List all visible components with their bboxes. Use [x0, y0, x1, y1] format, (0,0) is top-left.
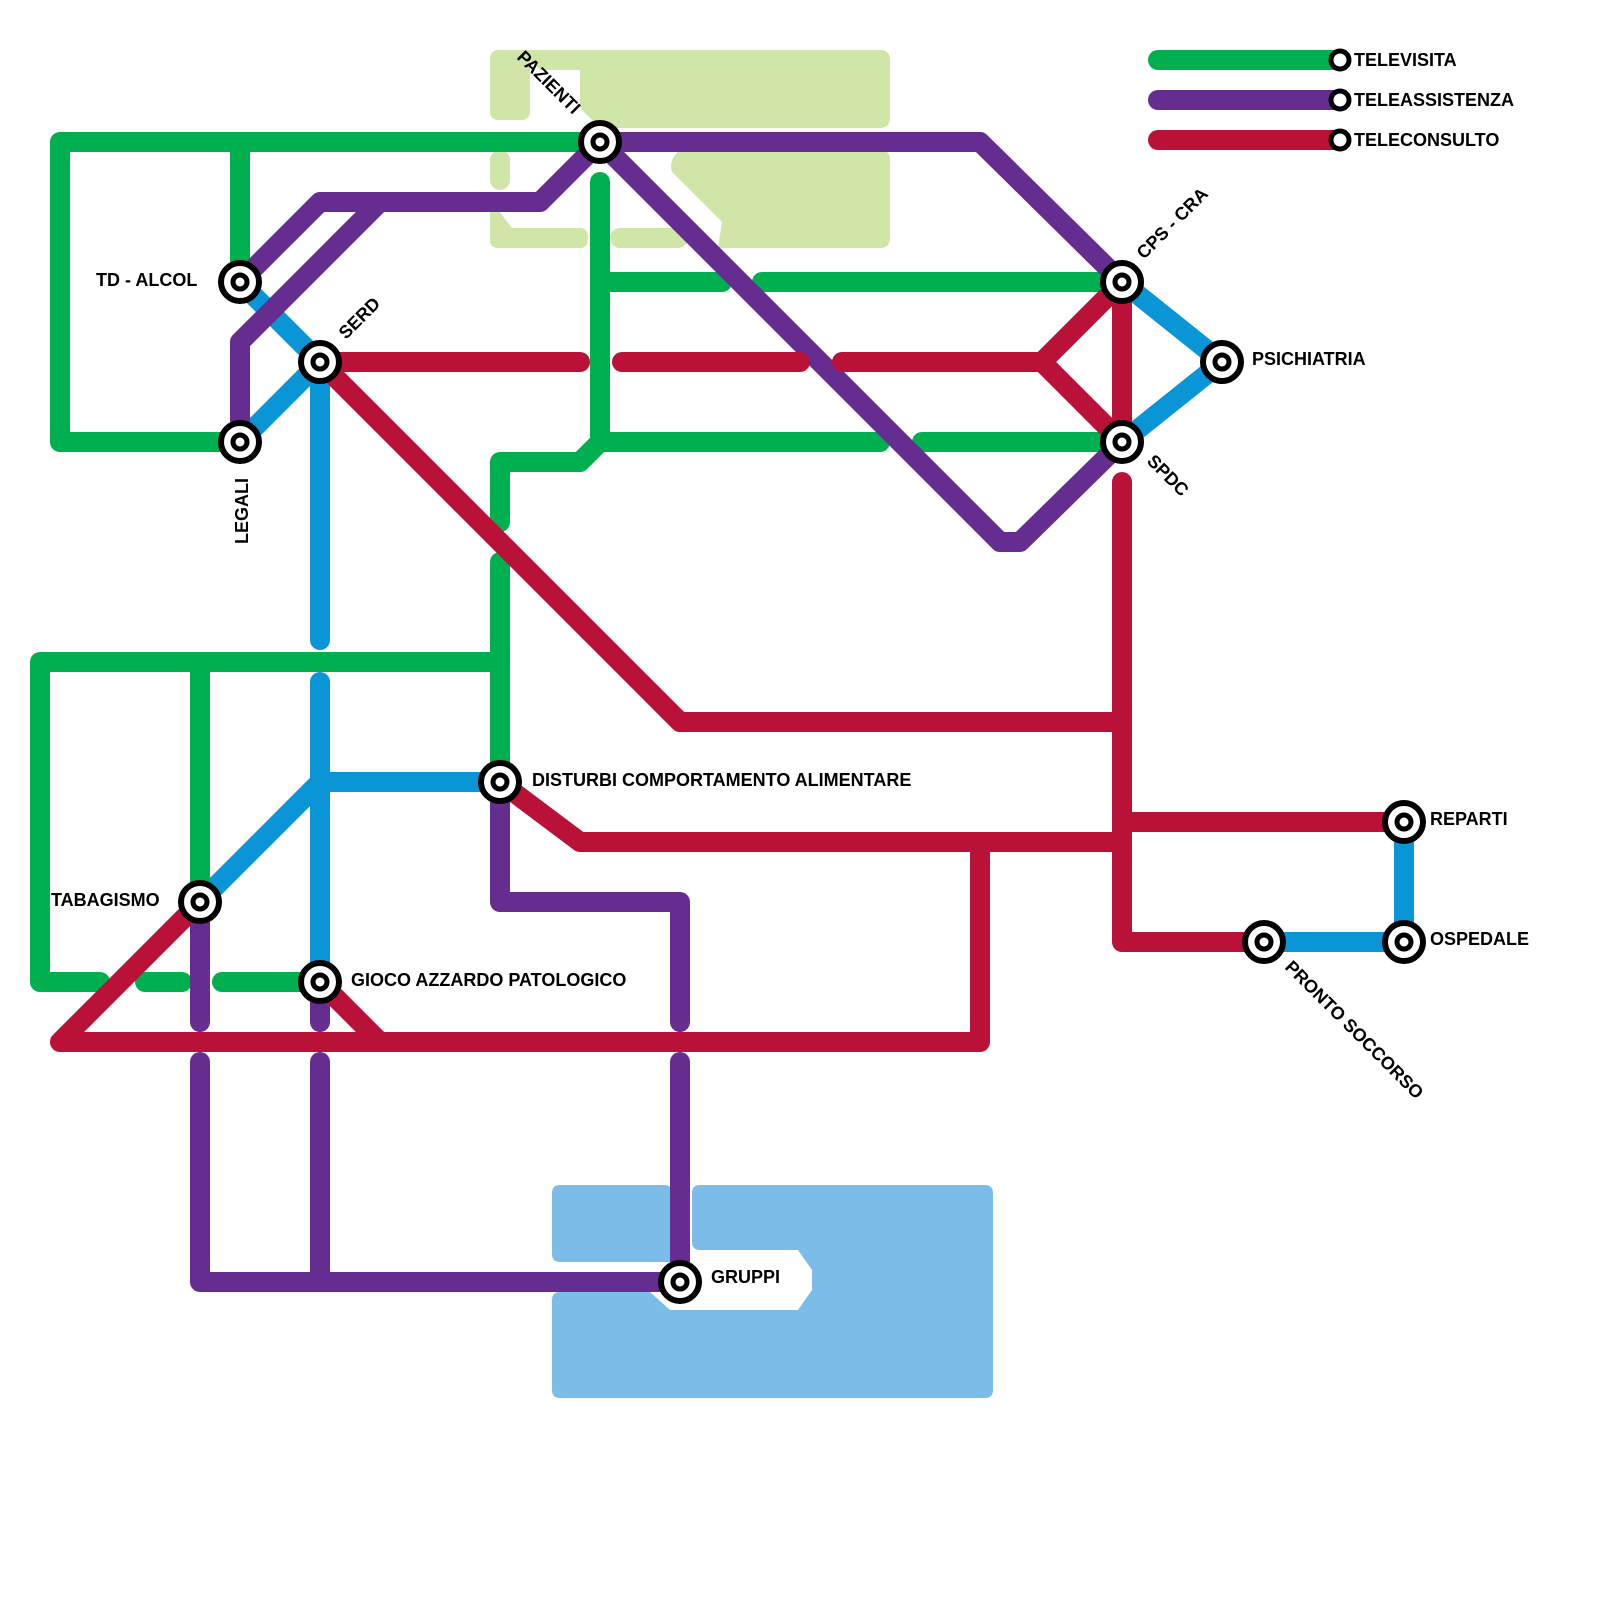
station-reparti[interactable]	[1382, 800, 1426, 844]
legend-label-teleassistenza: TELEASSISTENZA	[1354, 90, 1514, 110]
teleconsulto-lines	[50, 272, 1414, 1052]
station-dca[interactable]	[478, 760, 522, 804]
station-label-gruppi: GRUPPI	[711, 1267, 780, 1287]
station-pazienti[interactable]	[578, 120, 622, 164]
station-serd[interactable]	[298, 340, 342, 384]
station-gruppi[interactable]	[658, 1260, 702, 1304]
station-icon-core	[310, 352, 330, 372]
zone-pazienti-area	[500, 50, 890, 128]
station-tabagismo[interactable]	[178, 880, 222, 924]
legend-label-teleconsulto: TELECONSULTO	[1354, 130, 1499, 150]
station-label-dca: DISTURBI COMPORTAMENTO ALIMENTARE	[532, 770, 911, 790]
station-label-gioco: GIOCO AZZARDO PATOLOGICO	[351, 970, 626, 990]
connector-lines	[190, 272, 1414, 992]
teleconsulto-segment	[50, 832, 990, 1052]
station-pronto-soccorso[interactable]	[1242, 920, 1286, 964]
legend: TELEVISITA TELEASSISTENZA TELECONSULTO	[1148, 48, 1514, 152]
station-label-tabagismo: TABAGISMO	[51, 890, 160, 910]
station-icon-core	[190, 892, 210, 912]
zone-pazienti-bottom-mid	[610, 228, 688, 248]
legend-station-icon	[1328, 48, 1352, 72]
legend-label-televisita: TELEVISITA	[1354, 50, 1457, 70]
stations	[178, 120, 1426, 1304]
legend-station-icon	[1328, 128, 1352, 152]
zone-gruppi-main	[552, 1185, 993, 1398]
televisita-segment	[490, 432, 610, 532]
station-label-serd: SERD	[335, 293, 385, 343]
zone-gruppi	[552, 1185, 993, 1398]
teleconsulto-segment	[490, 772, 1132, 852]
connector-segment	[190, 772, 510, 912]
zone-pazienti-block-left	[490, 50, 530, 120]
station-psichiatria[interactable]	[1200, 340, 1244, 384]
teleassistenza-segment	[590, 132, 1132, 292]
teleassistenza-lines	[190, 132, 1132, 1292]
legend-station-icon	[1328, 88, 1352, 112]
station-icon-core	[230, 432, 250, 452]
station-cps-cra[interactable]	[1100, 260, 1144, 304]
teleassistenza-segment	[490, 772, 690, 1032]
station-icon-core	[1394, 932, 1414, 952]
station-ospedale[interactable]	[1382, 920, 1426, 964]
station-icon-core	[490, 772, 510, 792]
zone-pazienti-right-block	[671, 150, 890, 248]
station-icon-core	[670, 1272, 690, 1292]
televisita-lines	[30, 132, 1132, 992]
station-icon-core	[1212, 352, 1232, 372]
zone-pazienti-bottom-left	[490, 207, 588, 248]
station-legali[interactable]	[218, 420, 262, 464]
station-label-ospedale: OSPEDALE	[1430, 929, 1529, 949]
teleassistenza-segment	[590, 132, 1132, 552]
teleconsulto-segment	[1112, 472, 1274, 952]
legend-item-teleconsulto: TELECONSULTO	[1148, 128, 1499, 152]
televisita-segment	[50, 132, 610, 452]
station-label-pronto-soccorso: PRONTO SOCCORSO	[1281, 957, 1427, 1103]
zone-pazienti	[490, 50, 890, 248]
zone-pazienti-pill	[490, 150, 510, 190]
station-label-psichiatria: PSICHIATRIA	[1252, 349, 1366, 369]
connector-segment	[1254, 812, 1414, 952]
legend-item-televisita: TELEVISITA	[1148, 48, 1457, 72]
televisita-segment	[30, 652, 510, 992]
teleconsulto-segment	[310, 352, 1132, 732]
station-icon-core	[1112, 272, 1132, 292]
station-label-td-alcol: TD - ALCOL	[96, 270, 197, 290]
station-spdc[interactable]	[1100, 420, 1144, 464]
station-td-alcol[interactable]	[218, 260, 262, 304]
station-label-reparti: REPARTI	[1430, 809, 1508, 829]
station-icon-core	[590, 132, 610, 152]
station-icon-core	[310, 972, 330, 992]
station-icon-core	[230, 272, 250, 292]
station-label-legali: LEGALI	[232, 478, 252, 544]
station-icon-core	[1112, 432, 1132, 452]
legend-item-teleassistenza: TELEASSISTENZA	[1148, 88, 1514, 112]
teleassistenza-segment	[230, 132, 610, 292]
zone-gruppi-top-left	[552, 1185, 672, 1262]
station-icon-core	[1394, 812, 1414, 832]
station-gioco[interactable]	[298, 960, 342, 1004]
teleassistenza-segment	[190, 1052, 690, 1292]
station-icon-core	[1254, 932, 1274, 952]
station-label-spdc: SPDC	[1143, 451, 1193, 501]
station-label-cps-cra: CPS - CRA	[1133, 184, 1212, 263]
teleassistenza-segment	[230, 192, 390, 452]
